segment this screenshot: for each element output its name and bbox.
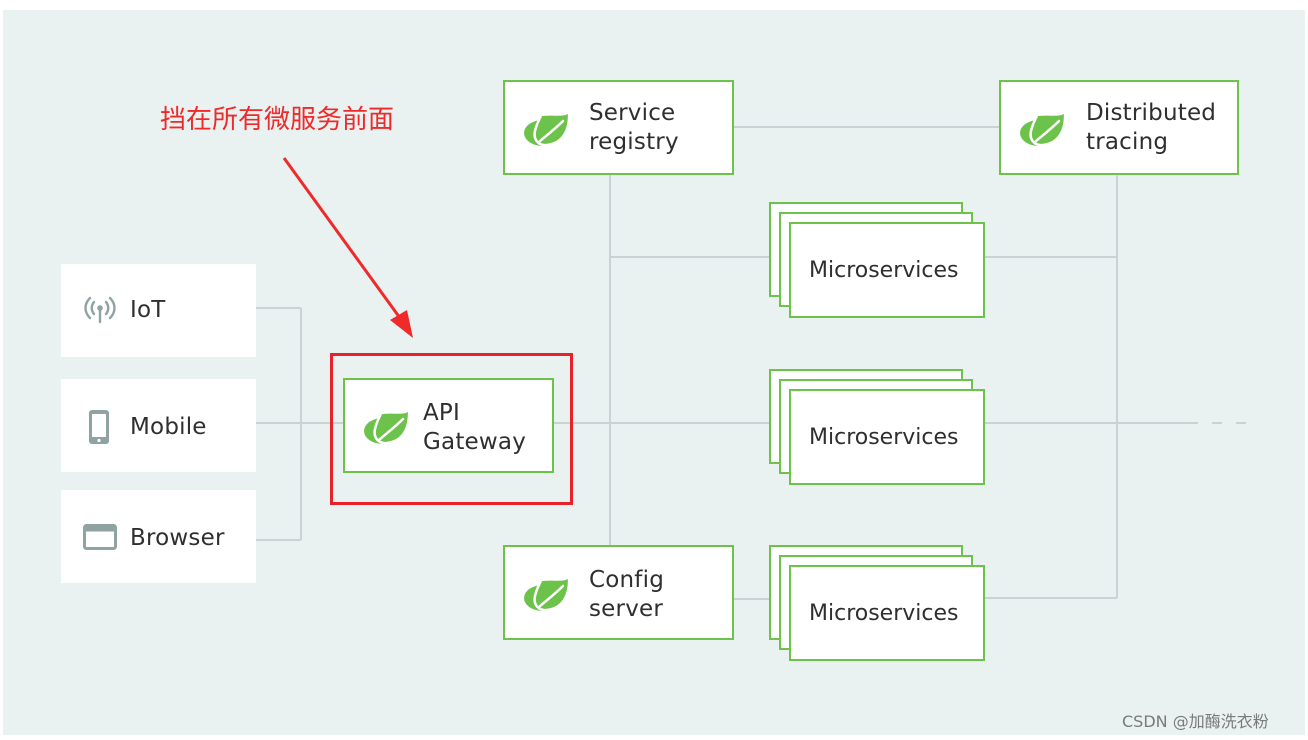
distributed-tracing-box: Distributed tracing (999, 80, 1239, 175)
api-gateway-line2: Gateway (423, 429, 527, 455)
microservices-middle-label: Microservices (809, 425, 959, 450)
api-gateway-line1: API (423, 400, 460, 426)
config-server-line2: server (589, 596, 664, 622)
service-registry-line1: Service (589, 100, 676, 126)
api-gateway-box: API Gateway (343, 378, 554, 473)
client-browser: Browser (61, 490, 256, 583)
watermark-text: CSDN @加酶洗衣粉 (1122, 712, 1269, 731)
client-mobile-label: Mobile (130, 414, 207, 440)
microservices-card-middle: Microservices (789, 389, 985, 485)
gateway-highlight-frame (330, 353, 573, 505)
mobile-phone-icon (89, 410, 109, 444)
client-browser-label: Browser (130, 525, 225, 551)
microservices-card-bottom: Microservices (789, 565, 985, 661)
client-iot: IoT (61, 264, 256, 357)
microservices-top-label: Microservices (809, 258, 959, 283)
config-server-line1: Config (589, 567, 664, 593)
spring-leaf-icon (1020, 109, 1067, 147)
service-registry-box: Service registry (503, 80, 734, 175)
spring-leaf-icon (364, 407, 411, 445)
wifi-signal-icon (84, 296, 116, 324)
microservices-card-top: Microservices (789, 222, 985, 318)
client-mobile: Mobile (61, 379, 256, 472)
distributed-tracing-line1: Distributed (1086, 100, 1217, 126)
spring-leaf-icon (524, 109, 571, 147)
microservices-bottom-label: Microservices (809, 601, 959, 626)
browser-window-icon (83, 524, 117, 550)
service-registry-line2: registry (589, 129, 679, 155)
config-server-box: Config server (503, 545, 734, 640)
annotation-text: 挡在所有微服务前面 (160, 105, 395, 135)
client-iot-label: IoT (130, 297, 166, 323)
distributed-tracing-line2: tracing (1086, 129, 1169, 155)
annotation-arrow (282, 157, 413, 338)
spring-leaf-icon (524, 574, 571, 612)
